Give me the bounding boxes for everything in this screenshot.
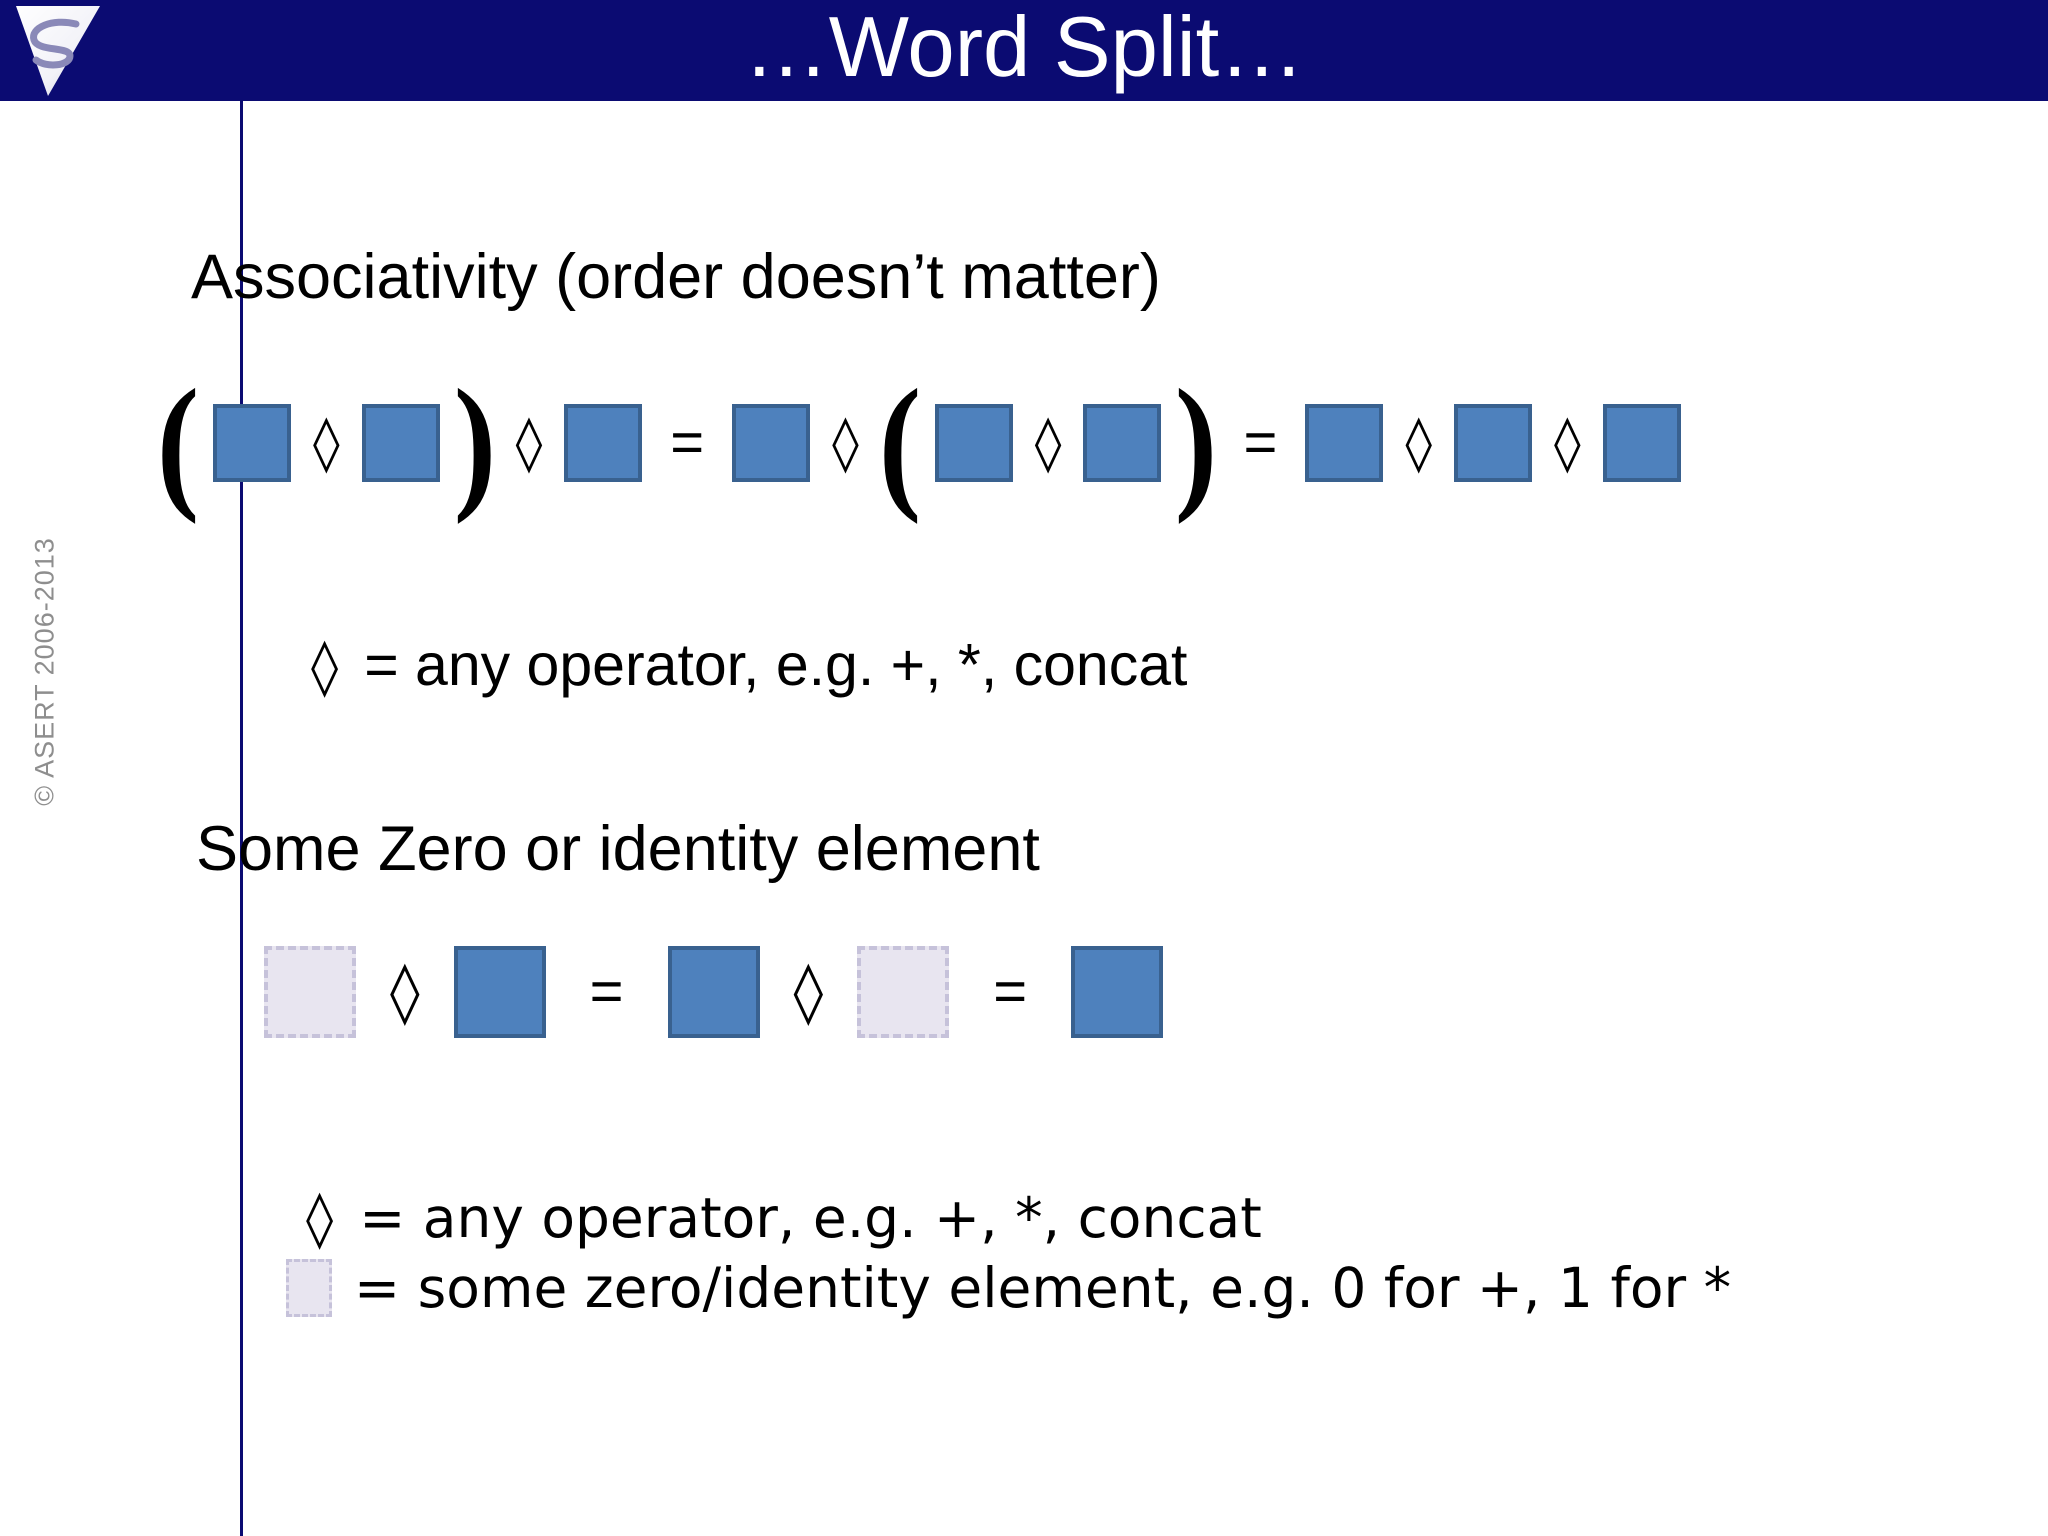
asert-logo-icon xyxy=(12,2,104,100)
slide-header: …Word Split… xyxy=(0,0,2048,101)
operator-diamond-icon: ◊ xyxy=(306,1186,334,1250)
equals-sign: = xyxy=(993,959,1028,1024)
page-title: …Word Split… xyxy=(743,0,1305,95)
operator-diamond-icon: ◊ xyxy=(311,634,339,698)
equals-sign: = xyxy=(589,959,624,1024)
operator-diamond-icon: ◊ xyxy=(1405,410,1432,474)
equation-associativity: ( ◊ ) ◊ = ◊ ( ◊ ) = ◊ ◊ xyxy=(151,359,1689,525)
legend-zero-element: = some zero/identity element, e.g. 0 for… xyxy=(286,1256,1731,1320)
operator-diamond-icon: ◊ xyxy=(312,410,340,474)
operand-box xyxy=(1454,403,1532,482)
operator-diamond-icon: ◊ xyxy=(390,957,420,1027)
legend-operator-text: = any operator, e.g. +, *, concat xyxy=(364,632,1188,698)
zero-element-box xyxy=(264,946,356,1038)
left-rail: © ASERT 2006-2013 xyxy=(0,101,243,1536)
operand-box xyxy=(1602,403,1681,482)
zero-element-box xyxy=(857,946,950,1038)
equals-sign: = xyxy=(1243,409,1278,475)
paren-open: ( xyxy=(878,359,922,525)
heading-associativity: Associativity (order doesn’t matter) xyxy=(191,242,1161,312)
operator-diamond-icon: ◊ xyxy=(1034,410,1062,474)
paren-close: ) xyxy=(1175,359,1218,525)
slide-content: Associativity (order doesn’t matter) ( ◊… xyxy=(157,101,2048,1536)
legend-zero-text: = some zero/identity element, e.g. 0 for… xyxy=(354,1256,1732,1320)
operator-diamond-icon: ◊ xyxy=(832,410,859,474)
operand-box xyxy=(934,403,1013,482)
operator-diamond-icon: ◊ xyxy=(793,957,824,1027)
operator-diamond-icon: ◊ xyxy=(1554,410,1581,474)
equals-sign: = xyxy=(670,409,705,475)
zero-element-swatch-icon xyxy=(286,1259,332,1317)
operand-box xyxy=(564,403,643,482)
paren-close: ) xyxy=(453,359,496,525)
operator-diamond-icon: ◊ xyxy=(515,410,543,474)
legend-operator-1: ◊ = any operator, e.g. +, *, concat xyxy=(311,631,1187,699)
operand-box xyxy=(1071,946,1164,1038)
heading-zero-identity: Some Zero or identity element xyxy=(196,814,1040,884)
copyright-text: © ASERT 2006-2013 xyxy=(29,537,60,806)
legend-operator-2: ◊ = any operator, e.g. +, *, concat xyxy=(306,1186,1262,1250)
operand-box xyxy=(1083,403,1162,482)
operand-box xyxy=(361,403,440,482)
operand-box xyxy=(1305,403,1384,482)
legend-operator-text: = any operator, e.g. +, *, concat xyxy=(359,1186,1262,1250)
paren-open: ( xyxy=(156,359,200,525)
operand-box xyxy=(453,946,546,1038)
operand-box xyxy=(732,403,811,482)
operand-box xyxy=(212,403,291,482)
equation-zero-identity: ◊ = ◊ = xyxy=(256,946,1171,1038)
operand-box xyxy=(667,946,760,1038)
